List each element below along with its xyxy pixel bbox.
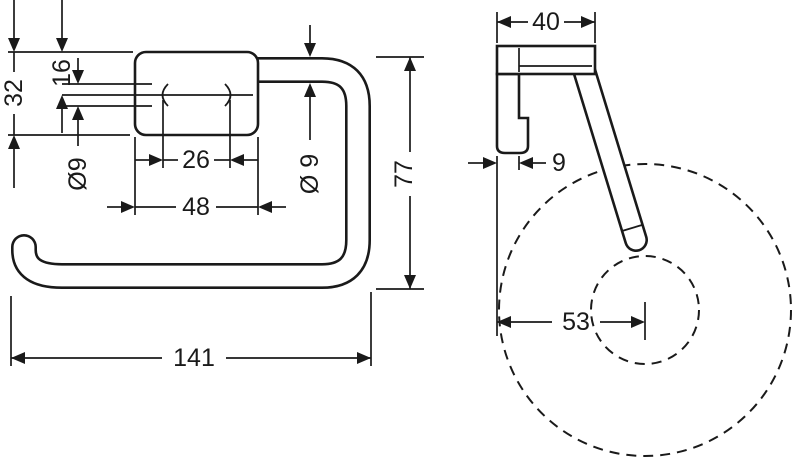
dim-label-53: 53 [562,308,590,336]
arrowhead [121,201,135,213]
mounting-plate [133,50,260,137]
dim-label-77: 77 [390,160,418,188]
arrowhead [72,70,84,84]
front-view: 32 16 Ø9 26 [0,0,424,372]
arrowhead [497,316,511,328]
roll-outline-dashed [498,163,792,457]
arrowhead [519,157,533,169]
arrowhead [581,16,595,28]
dim-total-height: 77 [376,56,424,290]
dim-label-32: 32 [0,79,28,107]
dim-label-hole-diameter: Ø9 [64,157,92,190]
dim-label-16: 16 [48,59,76,87]
dim-label-bar-diameter: Ø 9 [296,154,324,194]
side-view: 40 9 53 [468,8,792,457]
dim-label-40: 40 [532,8,560,36]
arrowhead [56,38,68,52]
arm-tip-seam [621,224,643,232]
screw-hole-left [161,83,169,107]
holder-arm-body [574,60,646,250]
dim-hole-diameter: Ø9 [64,58,92,191]
arrowhead [404,275,416,289]
arrowhead [11,352,25,364]
dim-bar-diameter: Ø 9 [296,25,324,194]
arrowhead [631,316,645,328]
arrowhead [497,16,511,28]
dim-label-48: 48 [182,193,210,221]
bracket-top-side [495,44,597,76]
roll-core-dashed [590,255,700,365]
arrowhead [56,95,68,109]
screw-hole-right [224,83,232,107]
arrowhead [483,157,497,169]
dim-total-width: 141 [10,292,372,372]
wall-plate-side [495,72,530,155]
dim-label-141: 141 [173,344,215,372]
arrowhead [404,57,416,71]
dim-plate-width: 48 [107,137,286,221]
dim-plate-thickness: 9 [468,149,566,177]
dim-plate-height: 32 [0,0,133,188]
arrowhead [230,154,244,166]
arrowhead [304,83,316,97]
dim-hole-offset: 16 [48,0,76,133]
arrowhead [357,352,371,364]
dim-label-26: 26 [182,146,210,174]
arrowhead [149,154,163,166]
holder-bar-body [13,59,369,287]
dim-depth: 40 [496,8,596,43]
arrowhead [8,135,20,149]
dim-roll-center: 53 [497,302,646,340]
dim-hole-spacing: 26 [135,100,258,174]
arrowhead [8,38,20,52]
arrowhead [258,201,272,213]
dim-label-9: 9 [552,149,566,177]
arrowhead [72,106,84,120]
arrowhead [304,43,316,57]
